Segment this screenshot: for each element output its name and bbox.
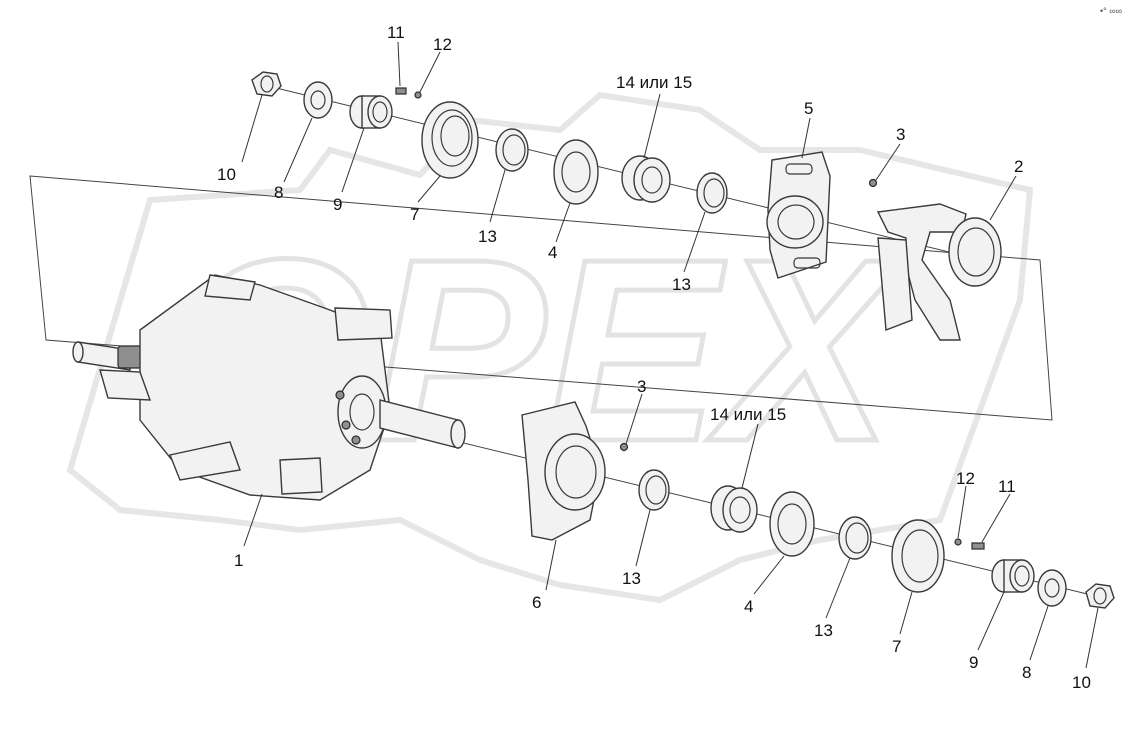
callout-14-lower: 14 или 15 [710, 405, 786, 424]
callout-9-upper: 9 [333, 195, 342, 214]
part-4-gasket-lower [769, 491, 815, 557]
callout-9-lower: 9 [969, 653, 978, 672]
assembly-frame [29, 175, 1053, 421]
part-13-seal-upper-2 [696, 172, 728, 214]
part-1-rotor [72, 274, 466, 501]
callout-6: 6 [532, 593, 541, 612]
callout-12-lower: 12 [956, 469, 975, 488]
part-10-nut-lower [1085, 583, 1115, 609]
callout-8-upper: 8 [274, 183, 283, 202]
callout-2: 2 [1014, 157, 1023, 176]
part-11-bolt-upper [395, 87, 407, 95]
callout-13-upper-1: 13 [478, 227, 497, 246]
part-10-nut-upper [251, 71, 282, 97]
callout-11-lower: 11 [998, 477, 1016, 496]
callout-10-upper: 10 [217, 165, 236, 184]
part-13-seal-lower-1 [638, 469, 670, 511]
callout-10-lower: 10 [1072, 673, 1091, 692]
callout-5: 5 [804, 99, 813, 118]
part-13-seal-lower-2 [838, 516, 872, 560]
part-7-cover-lower [891, 519, 945, 593]
part-3-grease-nipple-lower [619, 442, 629, 452]
part-7-cover-upper [421, 101, 479, 179]
part-12-lockwasher-upper [414, 91, 422, 99]
part-5-bearing-housing [766, 151, 831, 279]
callout-13-upper-2: 13 [672, 275, 691, 294]
part-8-washer-lower [1037, 569, 1067, 607]
leader-lines [241, 41, 1099, 669]
part-12-lockwasher-lower [954, 538, 962, 546]
corner-mark: •° ∞∞ [1100, 6, 1122, 16]
callout-7-upper: 7 [410, 205, 419, 224]
part-2-bracket [876, 203, 1002, 341]
part-11-bolt-lower [971, 542, 985, 550]
callout-11-upper: 11 [387, 23, 405, 42]
part-13-seal-upper-1 [495, 128, 529, 172]
part-3-grease-nipple-upper [868, 178, 878, 188]
watermark-gear-outline [66, 91, 1034, 604]
part-9-sleeve-upper [349, 95, 393, 129]
part-6-bearing-housing [521, 401, 606, 541]
part-4-gasket-upper [553, 139, 599, 205]
callout-13-lower-2: 13 [814, 621, 833, 640]
callout-4-lower: 4 [744, 597, 753, 616]
callout-3-upper: 3 [896, 125, 905, 144]
callout-labels: 11 12 10 8 9 7 13 4 14 или 15 13 5 3 2 1… [217, 23, 1091, 692]
callout-4-upper: 4 [548, 243, 557, 262]
callout-12-upper: 12 [433, 35, 452, 54]
callout-14-upper: 14 или 15 [616, 73, 692, 92]
callout-8-lower: 8 [1022, 663, 1031, 682]
callout-13-lower-1: 13 [622, 569, 641, 588]
part-14-bearing-upper [621, 155, 671, 203]
part-8-washer-upper [303, 81, 333, 119]
part-9-sleeve-lower [991, 559, 1035, 593]
callout-1: 1 [234, 551, 243, 570]
callout-3-lower: 3 [637, 377, 646, 396]
callout-7-lower: 7 [892, 637, 901, 656]
part-14-bearing-lower [710, 485, 758, 533]
